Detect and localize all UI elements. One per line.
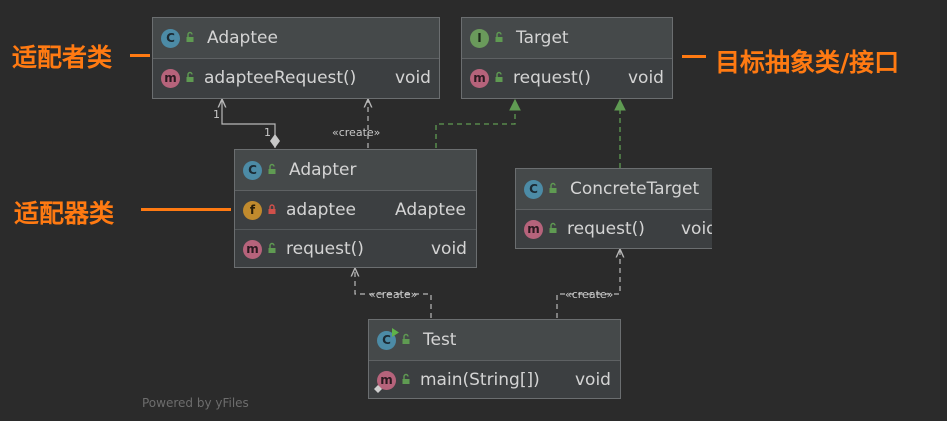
class-test[interactable]: C Test m main(String[]) void xyxy=(368,319,621,399)
aggregation-diamond xyxy=(270,134,280,148)
method-row[interactable]: m request() void xyxy=(516,210,712,248)
method-icon: m xyxy=(243,239,262,259)
annotation-pointer-target xyxy=(682,55,706,58)
public-visibility-icon xyxy=(493,68,505,88)
stereotype-create-label: «create» xyxy=(565,288,614,301)
annotation-pointer-adapter xyxy=(141,208,231,211)
class-header: C ConcreteTarget xyxy=(516,169,712,210)
method-icon: m xyxy=(524,219,543,239)
method-return-type: void xyxy=(681,219,712,239)
public-visibility-icon xyxy=(547,179,559,199)
annotation-adaptee: 适配者类 xyxy=(12,43,113,72)
private-lock-icon xyxy=(266,200,278,220)
static-method-icon: m xyxy=(374,370,396,393)
realization-adapter-to-target xyxy=(435,98,521,148)
class-name: Target xyxy=(516,28,569,48)
annotation-target: 目标抽象类/接口 xyxy=(715,48,900,77)
method-return-type: void xyxy=(628,68,664,88)
class-name: Adapter xyxy=(289,160,357,180)
method-name: request() xyxy=(286,239,364,259)
field-row[interactable]: f adaptee Adaptee xyxy=(235,191,476,229)
annotation-adapter: 适配器类 xyxy=(14,199,115,228)
method-name: request() xyxy=(513,68,591,88)
powered-by-footer: Powered by yFiles xyxy=(142,396,249,410)
public-visibility-icon xyxy=(400,330,412,350)
interface-target[interactable]: I Target m request() void xyxy=(461,17,673,99)
class-icon: C xyxy=(243,160,262,180)
method-return-type: void xyxy=(575,370,611,390)
class-icon: C xyxy=(161,28,180,48)
association-adapter-adaptee xyxy=(222,99,276,148)
stereotype-create-label: «create» xyxy=(332,126,381,139)
method-return-type: void xyxy=(431,239,467,259)
class-adapter[interactable]: C Adapter f adaptee Adaptee m request() … xyxy=(234,149,477,268)
class-adaptee[interactable]: C Adaptee m adapteeRequest() void xyxy=(152,17,440,99)
annotation-pointer-adaptee xyxy=(130,54,150,57)
class-name: Test xyxy=(423,330,457,350)
method-row[interactable]: m request() void xyxy=(462,59,672,97)
method-name: main(String[]) xyxy=(420,370,540,390)
class-name: Adaptee xyxy=(207,28,278,48)
class-concrete-target[interactable]: C ConcreteTarget m request() void xyxy=(515,168,712,249)
public-visibility-icon xyxy=(400,370,412,390)
class-header: C Adapter xyxy=(235,150,476,191)
method-row[interactable]: m main(String[]) void xyxy=(369,361,620,398)
field-name: adaptee xyxy=(286,200,357,220)
method-row[interactable]: m adapteeRequest() void xyxy=(153,59,439,97)
field-type: Adaptee xyxy=(395,200,466,220)
public-visibility-icon xyxy=(266,239,278,259)
class-name: ConcreteTarget xyxy=(570,179,700,199)
interface-icon: I xyxy=(470,28,489,48)
public-visibility-icon xyxy=(184,68,196,88)
public-visibility-icon xyxy=(547,219,559,239)
dependency-test-creates-concretetarget xyxy=(556,249,620,318)
multiplicity-adaptee-end: 1 xyxy=(213,108,220,121)
method-return-type: void xyxy=(395,68,431,88)
method-icon: m xyxy=(161,68,180,88)
public-visibility-icon xyxy=(266,160,278,180)
runnable-class-icon: C xyxy=(377,327,399,350)
method-name: adapteeRequest() xyxy=(204,68,357,88)
class-header: C Test xyxy=(369,320,620,361)
method-name: request() xyxy=(567,219,645,239)
multiplicity-adapter-end: 1 xyxy=(264,126,271,139)
public-visibility-icon xyxy=(184,28,196,48)
abstract-method-icon: m xyxy=(470,68,489,88)
class-icon: C xyxy=(524,179,543,199)
class-header: C Adaptee xyxy=(153,18,439,59)
method-row[interactable]: m request() void xyxy=(235,229,476,267)
class-header: I Target xyxy=(462,18,672,59)
public-visibility-icon xyxy=(493,28,505,48)
stereotype-create-label: «create» xyxy=(369,288,418,301)
field-icon: f xyxy=(243,200,262,220)
